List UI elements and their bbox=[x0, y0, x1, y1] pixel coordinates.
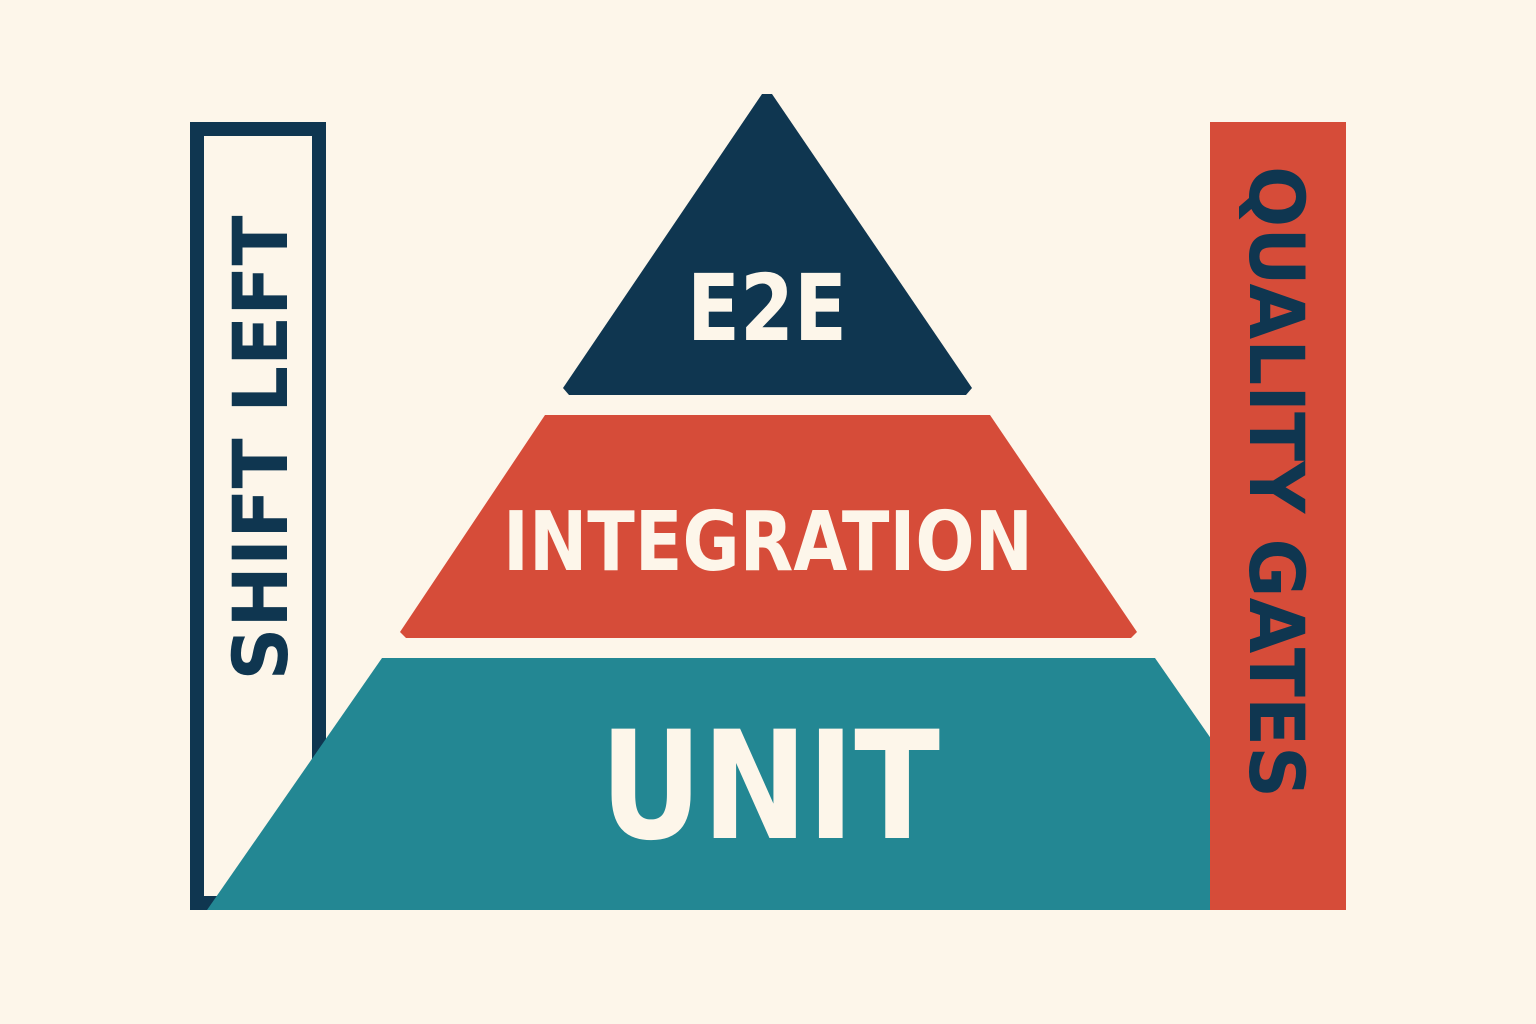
quality-gates-bar bbox=[1210, 122, 1346, 910]
pyramid-integration-layer bbox=[400, 415, 1137, 638]
pyramid-e2e-layer bbox=[563, 94, 972, 395]
integration-label: INTEGRATION bbox=[503, 495, 1033, 590]
quality-gates-label: QUALITY GATES bbox=[1232, 166, 1321, 798]
e2e-label: E2E bbox=[687, 255, 847, 362]
pyramid-unit-layer bbox=[207, 658, 1330, 910]
shift-left-label: SHIFT LEFT bbox=[216, 215, 305, 680]
unit-label: UNIT bbox=[600, 700, 940, 874]
